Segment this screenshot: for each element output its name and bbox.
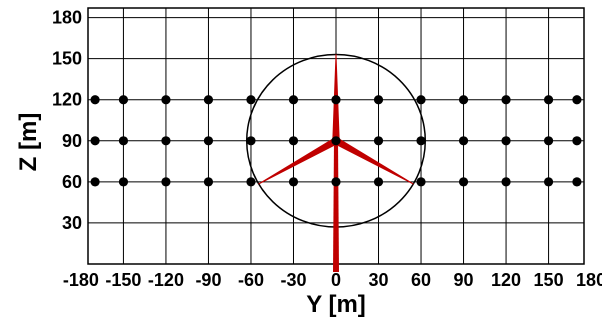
- blade: [333, 137, 414, 185]
- y-tick-label: 180: [52, 8, 82, 28]
- data-point: [203, 177, 214, 187]
- data-point: [501, 177, 511, 187]
- data-point: [288, 136, 299, 146]
- y-tick-labels: 30 60 90 120 150 180: [52, 8, 82, 233]
- x-tick-label: -60: [238, 270, 264, 290]
- x-tick-label: 120: [491, 270, 521, 290]
- data-point: [118, 177, 129, 187]
- data-point: [331, 136, 341, 146]
- data-point: [416, 177, 426, 187]
- data-point: [458, 136, 469, 146]
- data-point: [161, 177, 171, 187]
- data-point: [458, 95, 469, 105]
- data-point: [543, 95, 554, 105]
- x-tick-label: -90: [195, 270, 221, 290]
- x-tick-label: 30: [368, 270, 388, 290]
- data-point: [246, 136, 256, 146]
- x-tick-labels: -180 -150 -120 -90 -60 -30 0 30 60 90 120 150 180: [63, 270, 602, 290]
- data-point: [458, 177, 469, 187]
- x-tick-label: -120: [148, 270, 184, 290]
- x-axis-title: Y [m]: [306, 291, 366, 318]
- data-point: [543, 136, 554, 146]
- x-tick-label: 180: [576, 270, 602, 290]
- x-tick-label: -30: [280, 270, 306, 290]
- data-point: [331, 95, 341, 105]
- y-tick-label: 120: [52, 90, 82, 110]
- data-point: [161, 136, 171, 146]
- data-point: [118, 95, 129, 105]
- data-point: [118, 136, 129, 146]
- y-tick-label: 60: [62, 172, 82, 192]
- y-tick-label: 90: [62, 131, 82, 151]
- y-tick-label: 30: [62, 213, 82, 233]
- data-point: [373, 95, 384, 105]
- data-point: [288, 95, 299, 105]
- x-tick-label: -180: [63, 270, 99, 290]
- data-point: [416, 136, 426, 146]
- x-tick-label: 60: [411, 270, 431, 290]
- y-tick-label: 150: [52, 49, 82, 69]
- data-point: [572, 95, 582, 105]
- data-point: [501, 95, 511, 105]
- data-point: [288, 177, 299, 187]
- data-point: [572, 177, 582, 187]
- data-point: [203, 95, 214, 105]
- data-point: [543, 177, 554, 187]
- data-point: [90, 136, 100, 146]
- data-point: [373, 177, 384, 187]
- data-point: [572, 136, 582, 146]
- data-points: [90, 95, 582, 187]
- x-tick-label: 90: [454, 270, 474, 290]
- data-point: [246, 95, 256, 105]
- rotor-group: [245, 53, 427, 272]
- data-point: [246, 177, 256, 187]
- x-tick-label: 0: [331, 270, 341, 290]
- data-point: [90, 177, 100, 187]
- x-tick-label: 150: [534, 270, 564, 290]
- data-point: [90, 95, 100, 105]
- data-point: [416, 95, 426, 105]
- data-point: [501, 136, 511, 146]
- data-point: [331, 177, 341, 187]
- blade: [258, 137, 339, 185]
- x-tick-label: -150: [105, 270, 141, 290]
- data-point: [373, 136, 384, 146]
- y-axis-title: Z [m]: [15, 113, 42, 172]
- tower: [333, 140, 339, 272]
- data-point: [161, 95, 171, 105]
- data-point: [203, 136, 214, 146]
